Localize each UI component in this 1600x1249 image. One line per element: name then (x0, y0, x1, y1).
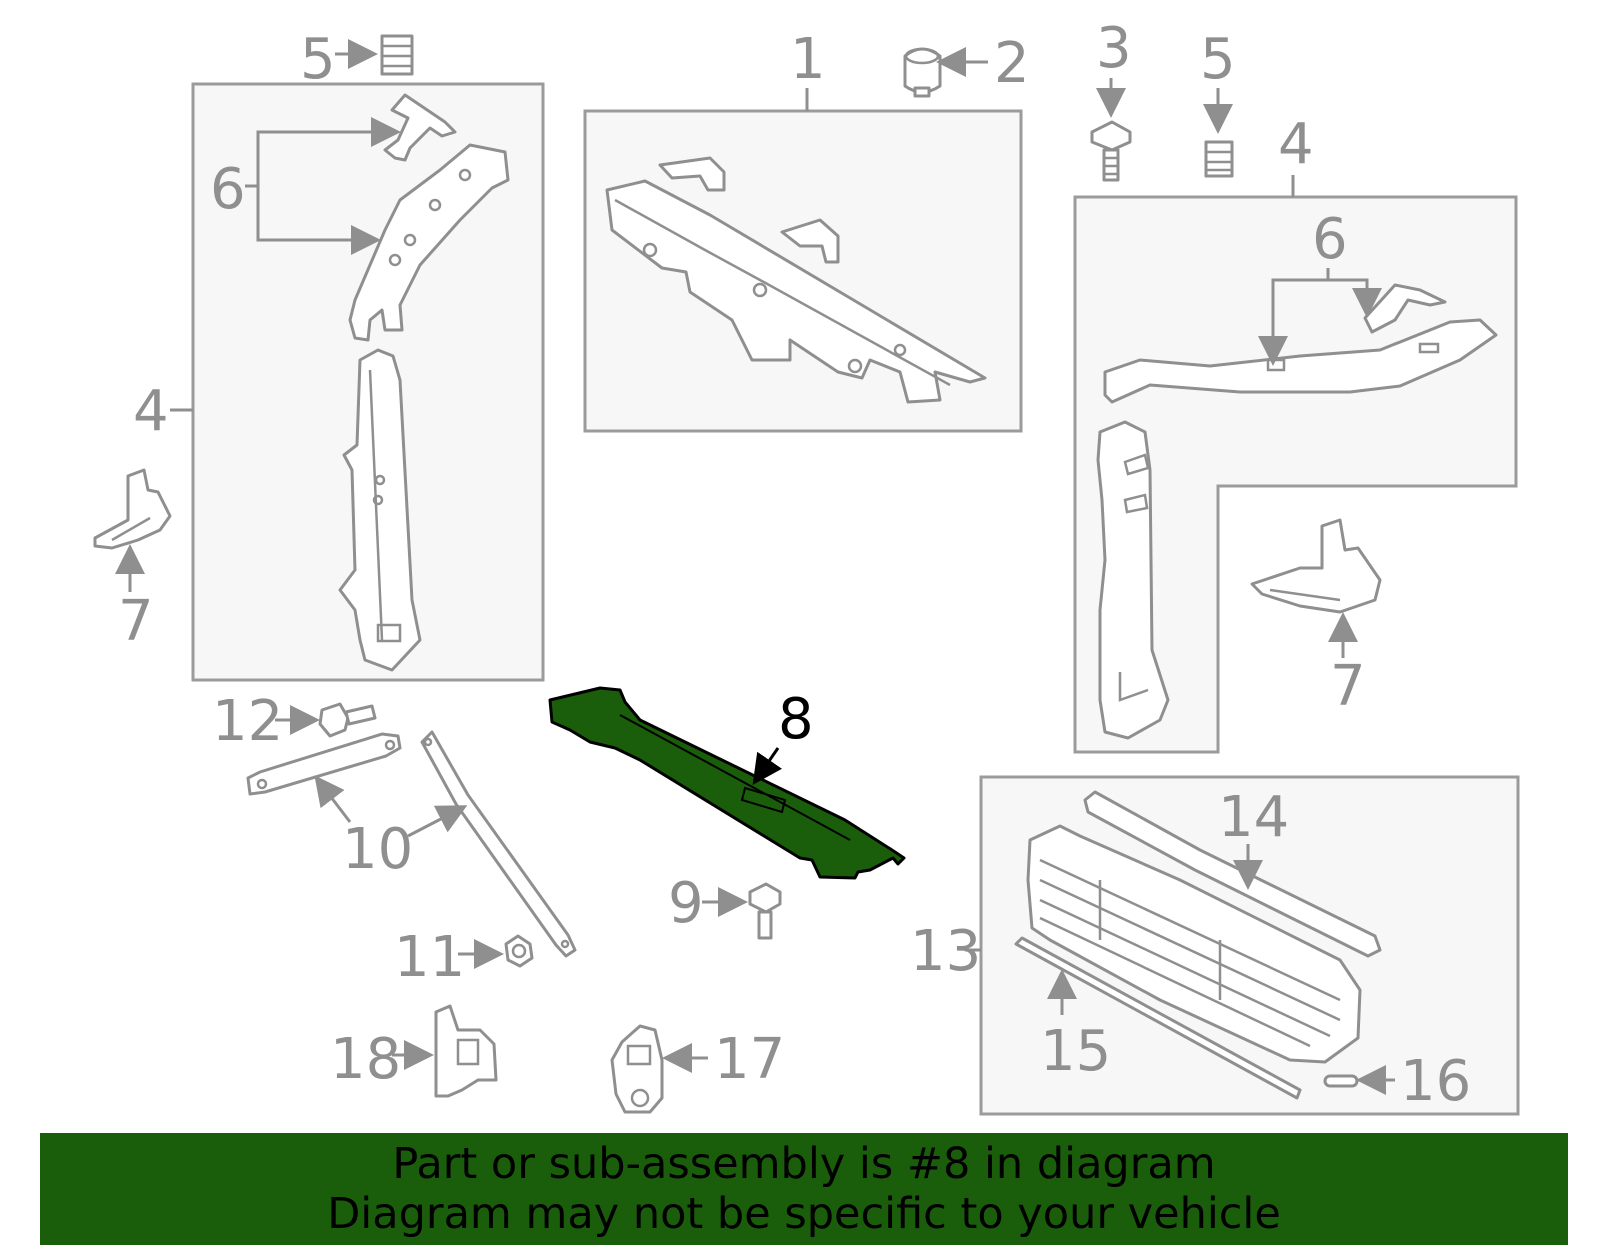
right-side-panel (1096, 420, 1170, 740)
bolt-part-9 (748, 882, 782, 940)
callout-8: 8 (778, 687, 814, 752)
callout-3: 3 (1096, 16, 1132, 81)
callout-4-left: 4 (133, 379, 169, 444)
callout-1: 1 (790, 27, 826, 92)
callout-17: 17 (714, 1027, 785, 1092)
callout-15: 15 (1040, 1019, 1111, 1084)
cushion-part-5-left (380, 34, 414, 76)
upper-radiator-support (605, 156, 987, 404)
bolt-part-12 (318, 702, 377, 738)
callout-14: 14 (1218, 785, 1289, 850)
left-side-panel (338, 348, 422, 672)
group-box-right-4 (1073, 195, 1518, 754)
right-upper-side-member (1103, 283, 1498, 404)
bracket-part-7-right (1250, 518, 1382, 614)
seal-part-15 (1014, 936, 1302, 1100)
callout-7-left: 7 (118, 589, 154, 654)
callout-6-right: 6 (1312, 207, 1348, 272)
callout-5-right: 5 (1200, 27, 1236, 92)
banner-line-1: Part or sub-assembly is #8 in diagram (392, 1139, 1216, 1189)
callout-10: 10 (342, 817, 413, 882)
brace-part-10-long (420, 730, 577, 958)
banner-line-2: Diagram may not be specific to your vehi… (327, 1189, 1281, 1239)
seal-part-14 (1083, 790, 1382, 958)
clip-part-16 (1323, 1074, 1359, 1088)
info-banner: Part or sub-assembly is #8 in diagram Di… (40, 1133, 1568, 1245)
clip-part-17 (610, 1024, 664, 1114)
callout-12: 12 (212, 689, 283, 754)
callout-11: 11 (394, 925, 465, 990)
highlighted-part-8-lower-support (548, 686, 906, 880)
shutter-assembly-part-13 (1026, 824, 1362, 1064)
bracket-part-7-left (93, 468, 172, 550)
callout-9: 9 (668, 871, 704, 936)
callout-16: 16 (1400, 1049, 1471, 1114)
callout-4-right: 4 (1278, 112, 1314, 177)
callout-18: 18 (330, 1027, 401, 1092)
brace-part-10-short (246, 732, 402, 796)
callout-6-left: 6 (210, 157, 246, 222)
callout-5-left: 5 (300, 27, 336, 92)
bolt-part-3 (1090, 120, 1132, 182)
bracket-part-18 (434, 1004, 498, 1098)
nut-part-11 (504, 934, 534, 968)
callout-7-right: 7 (1330, 654, 1366, 719)
cushion-part-5-right (1204, 140, 1234, 178)
callout-2: 2 (994, 31, 1030, 96)
grommet-part-2 (903, 47, 942, 98)
